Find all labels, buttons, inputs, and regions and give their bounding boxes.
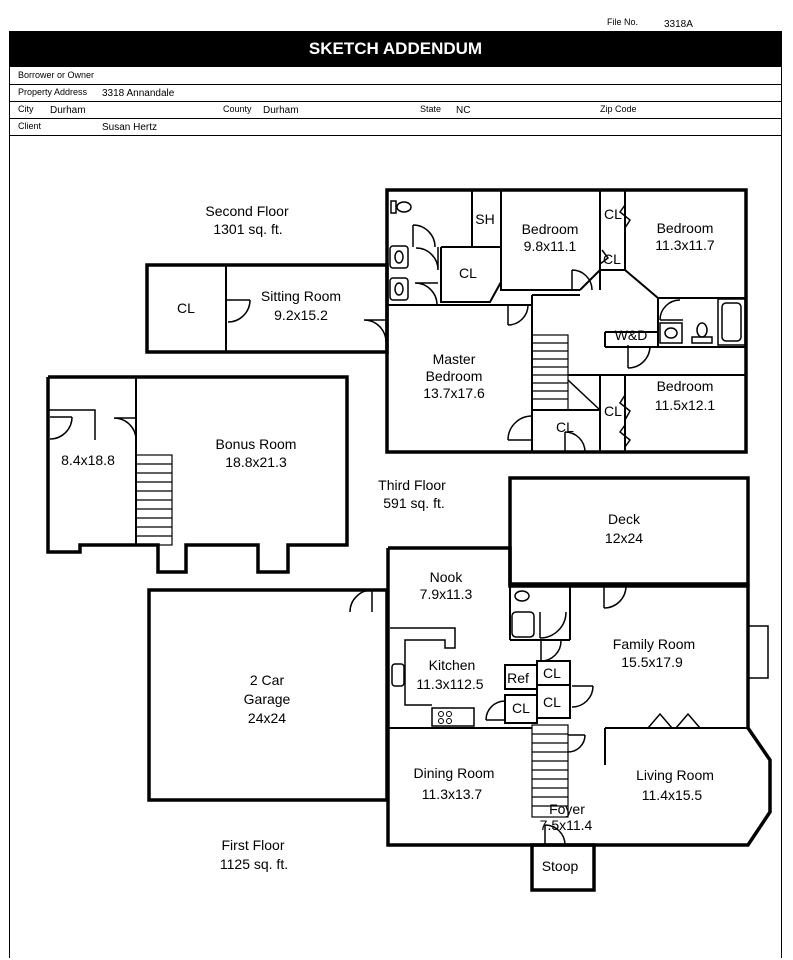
dining-room-label: Dining Room [414,765,495,781]
client-value: Susan Hertz [102,122,158,133]
sitting-room-dims: 9.2x15.2 [274,307,328,323]
stoop-label: Stoop [542,858,579,874]
bedroom-b-label: Bedroom [657,220,714,236]
bonus-room-dims: 18.8x21.3 [225,454,287,470]
second-floor-area: 1301 sq. ft. [213,221,282,237]
form-title: SKETCH ADDENDUM [9,31,782,67]
first-floor-stairs [531,724,569,818]
bedroom-b-dims: 11.3x11.7 [655,237,715,253]
county-value: Durham [263,105,299,116]
kitchen-label: Kitchen [429,657,476,673]
garage-label: 2 Car [250,672,285,688]
state-value: NC [456,105,471,116]
second-floor-walls [145,188,748,454]
closet-label: CL [177,300,195,316]
closet-label: CL [603,251,621,267]
client-label: Client [18,121,42,131]
family-room-label: Family Room [613,636,695,652]
closet-label: CL [604,206,622,222]
garage-dims: 24x24 [248,710,286,726]
county-label: County [223,104,252,114]
closet-label: CL [556,419,574,435]
client-row: Client Susan Hertz [10,118,781,136]
foyer-label: Foyer [549,801,585,817]
deck-dims: 12x24 [605,530,643,546]
family-room-dims: 15.5x17.9 [621,654,683,670]
third-floor-doors [49,416,137,441]
address-row: Property Address 3318 Annandale [10,84,781,102]
master-bedroom-dims: 13.7x17.6 [423,385,485,401]
dining-room-dims: 11.3x13.7 [422,786,483,802]
bedroom-a-label: Bedroom [522,221,579,237]
bedroom-a-dims: 9.8x11.1 [524,238,577,254]
garage-label-2: Garage [244,691,291,707]
second-floor-stairs [531,334,569,411]
nook-label: Nook [430,569,464,585]
shower-label: SH [475,211,494,227]
laundry-label: W&D [615,327,648,343]
third-floor-area: 591 sq. ft. [383,495,444,511]
master-bedroom-label-2: Bedroom [426,368,483,384]
closet-label: CL [604,403,622,419]
first-floor-area: 1125 sq. ft. [220,856,288,872]
living-room-dims: 11.4x15.5 [642,787,703,803]
borrower-label: Borrower or Owner [18,70,95,80]
address-value: 3318 Annandale [102,88,175,99]
third-floor-stairs [135,454,173,546]
foyer-dims: 7.5x11.4 [540,817,593,833]
first-floor-doors [349,585,701,846]
kitchen-dims: 11.3x112.5 [416,676,483,692]
closet-label: CL [459,265,477,281]
refrigerator-label: Ref [507,670,529,686]
city-row: City Durham County Durham State NC Zip C… [10,101,781,119]
closet-label: CL [543,694,561,710]
first-floor-title: First Floor [222,837,285,853]
bonus-room-label: Bonus Room [216,436,297,452]
master-bedroom-label: Master [433,351,476,367]
state-label: State [420,104,442,114]
nook-dims: 7.9x11.3 [420,586,473,602]
living-room-label: Living Room [636,767,714,783]
attic-dims: 8.4x18.8 [61,452,115,468]
file-no-value: 3318A [664,19,693,30]
file-no-label: File No. [607,17,639,27]
first-floor-walls [147,476,772,892]
third-floor-title: Third Floor [378,477,446,493]
bedroom-c-dims: 11.5x12.1 [655,397,716,413]
bedroom-c-label: Bedroom [657,378,714,394]
closet-label: CL [543,665,561,681]
third-floor-walls [46,375,349,574]
second-floor-doors [227,200,746,453]
address-label: Property Address [18,87,88,97]
deck-label: Deck [608,511,641,527]
city-label: City [18,104,34,114]
closet-label: CL [512,700,530,716]
second-floor-title: Second Floor [205,203,289,219]
borrower-row: Borrower or Owner [10,67,781,85]
zip-label: Zip Code [600,104,637,114]
city-value: Durham [50,105,86,116]
sitting-room-label: Sitting Room [261,288,341,304]
